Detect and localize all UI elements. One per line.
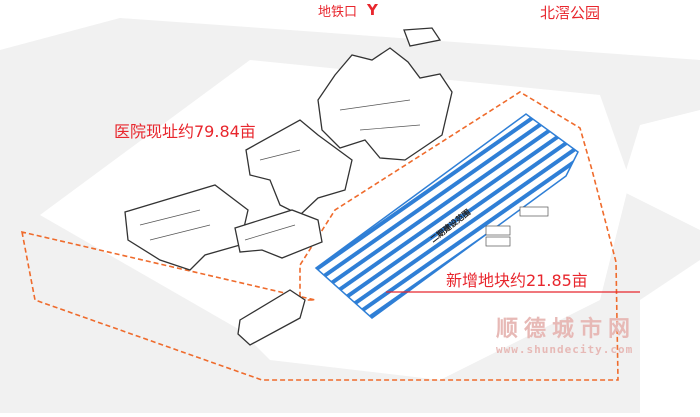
hospital-buildings [124, 27, 453, 346]
watermark-name: 顺德城市网 [496, 316, 637, 342]
hospital-site-label: 医院现址约79.84亩 [114, 122, 256, 141]
new-plot-label: 新增地块约21.85亩 [446, 271, 588, 290]
building-details [139, 99, 421, 241]
phase2-area [314, 113, 579, 319]
park-label: 北滘公园 [540, 4, 601, 22]
site-ground [40, 60, 630, 380]
watermark-url: www.shundecity.com [496, 343, 634, 356]
metro-label: 地铁口 [318, 5, 358, 20]
metro-icon: Y [367, 1, 378, 19]
dimension-tags [485, 206, 549, 247]
